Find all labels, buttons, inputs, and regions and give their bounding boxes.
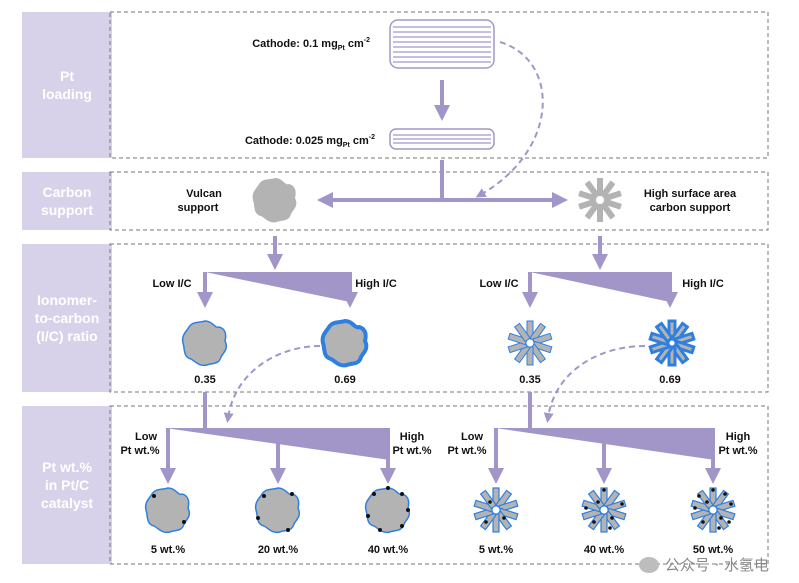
vulcan-high-ic-particle-icon xyxy=(320,318,369,368)
high-pt-label-1: High xyxy=(726,431,751,443)
box-pt-wt xyxy=(109,405,769,565)
row-label-text: Ionomer- to-carbon (I/C) ratio xyxy=(34,292,100,344)
low-pt-label-2: Pt wt.% xyxy=(120,445,159,457)
vulcan-low-ic-particle-icon xyxy=(181,320,228,367)
vulcan-label-2: support xyxy=(178,202,219,214)
hsa-high-ic-value: 0.69 xyxy=(659,374,680,386)
row-label-text: Pt wt.% in Pt/C catalyst xyxy=(40,459,94,511)
vulcan-40wt-particle-icon xyxy=(364,486,411,534)
box-pt-loading xyxy=(109,11,769,159)
vulcan-wt-value: 40 wt.% xyxy=(368,544,409,556)
hsa-40wt-particle-icon xyxy=(581,487,627,533)
hsa-wt-value: 40 wt.% xyxy=(584,544,625,556)
hsa-50wt-particle-icon xyxy=(690,487,736,533)
vulcan-particle-icon xyxy=(252,178,297,223)
vulcan-wt-value: 5 wt.% xyxy=(151,544,185,556)
vulcan-wt-value: 20 wt.% xyxy=(258,544,299,556)
low-ic-label-hsa: Low I/C xyxy=(479,278,518,290)
hsa-wt-value: 5 wt.% xyxy=(479,544,513,556)
row-label-ic-ratio: Ionomer- to-carbon (I/C) ratio xyxy=(22,244,112,392)
electrode-thick-icon xyxy=(389,19,495,69)
hsa-label-1: High surface area xyxy=(644,188,737,200)
ic-wedge-vulcan xyxy=(205,272,350,302)
dashed-arrow-hsa xyxy=(543,345,646,423)
high-pt-label-2: Pt wt.% xyxy=(392,445,431,457)
hsa-5wt-particle-icon xyxy=(473,487,519,533)
row-label-text: Pt loading xyxy=(42,68,92,102)
low-pt-label-2: Pt wt.% xyxy=(447,445,486,457)
watermark-text: 公众号 · 水氢电 xyxy=(664,556,769,574)
vulcan-high-ic-value: 0.69 xyxy=(334,374,355,386)
hsa-high-ic-particle-icon xyxy=(648,319,696,367)
box-carbon-support xyxy=(109,171,769,231)
ic-wedge-hsa xyxy=(530,272,670,302)
low-pt-label-1: Low xyxy=(135,431,157,443)
box-ic-ratio xyxy=(109,243,769,393)
low-pt-label-1: Low xyxy=(461,431,483,443)
electrode-thin-icon xyxy=(389,128,495,150)
row-label-text: Carbon support xyxy=(40,184,94,218)
vulcan-5wt-particle-icon xyxy=(144,487,191,534)
wechat-icon xyxy=(638,556,659,573)
row-label-pt-wt: Pt wt.% in Pt/C catalyst xyxy=(22,406,112,564)
hsa-particle-icon xyxy=(578,178,622,222)
high-ic-label-vulcan: High I/C xyxy=(355,278,397,290)
hsa-low-ic-value: 0.35 xyxy=(519,374,540,386)
cathode-low-label: Cathode: 0.025 mgPt cm-2 xyxy=(245,134,375,149)
high-ic-label-hsa: High I/C xyxy=(682,278,724,290)
vulcan-low-ic-value: 0.35 xyxy=(194,374,215,386)
hsa-wt-value: 50 wt.% xyxy=(693,544,734,556)
low-ic-label-vulcan: Low I/C xyxy=(152,278,191,290)
hsa-label-2: carbon support xyxy=(650,202,731,214)
watermark: 公众号 · 水氢电 xyxy=(638,554,769,575)
hsa-low-ic-particle-icon xyxy=(507,320,553,366)
cathode-high-label: Cathode: 0.1 mgPt cm-2 xyxy=(252,37,370,52)
vulcan-20wt-particle-icon xyxy=(254,487,301,534)
vulcan-label-1: Vulcan xyxy=(186,188,222,200)
dashed-arrow-to-hsa xyxy=(475,41,544,198)
row-label-carbon-support: Carbon support xyxy=(22,172,112,230)
high-pt-label-2: Pt wt.% xyxy=(718,445,757,457)
row-label-pt-loading: Pt loading xyxy=(22,12,112,158)
high-pt-label-1: High xyxy=(400,431,425,443)
dashed-arrow-vulcan xyxy=(223,345,321,423)
